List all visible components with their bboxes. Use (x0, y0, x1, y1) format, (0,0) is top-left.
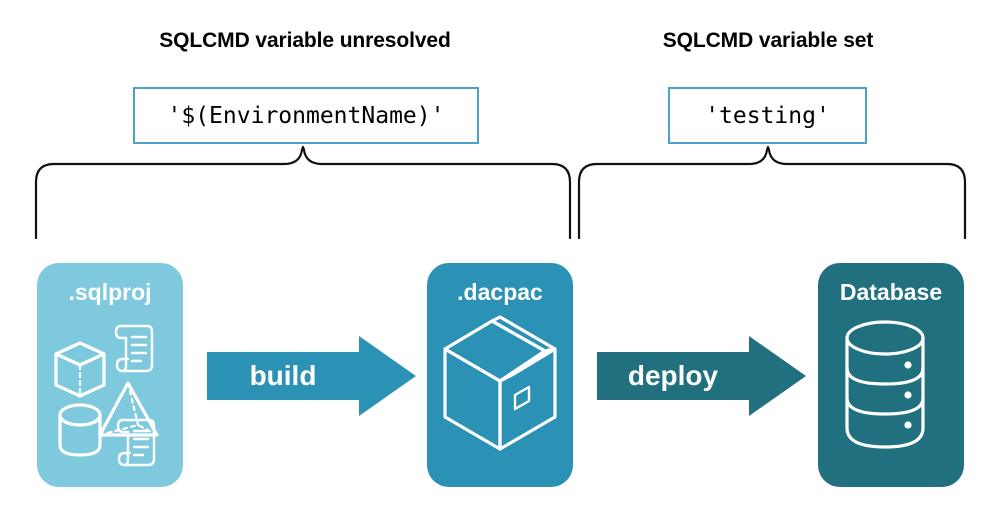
arrow-build: build (207, 336, 416, 416)
curly-brace-up-icon-left (34, 145, 572, 240)
database-objects-icon (37, 319, 183, 469)
stage-label-sqlproj: .sqlproj (68, 279, 152, 305)
package-box-icon (427, 311, 573, 457)
section-title-left: SQLCMD variable unresolved (159, 29, 451, 52)
curly-brace-up-icon-right (577, 145, 967, 240)
stage-panel-sqlproj: .sqlproj (37, 263, 183, 487)
stage-panel-database: Database (818, 263, 964, 487)
arrow-right-icon-build (207, 336, 416, 416)
section-title-right: SQLCMD variable set (662, 29, 874, 52)
arrow-deploy: deploy (597, 336, 806, 416)
code-box-variable-set: 'testing' (668, 87, 867, 144)
stage-label-database: Database (839, 279, 943, 305)
database-cylinder-icon (818, 319, 964, 461)
stage-label-dacpac: .dacpac (457, 279, 543, 305)
code-box-variable-unresolved: '$(EnvironmentName)' (133, 87, 479, 144)
arrow-right-icon-deploy (597, 336, 806, 416)
stage-panel-dacpac: .dacpac (427, 263, 573, 487)
